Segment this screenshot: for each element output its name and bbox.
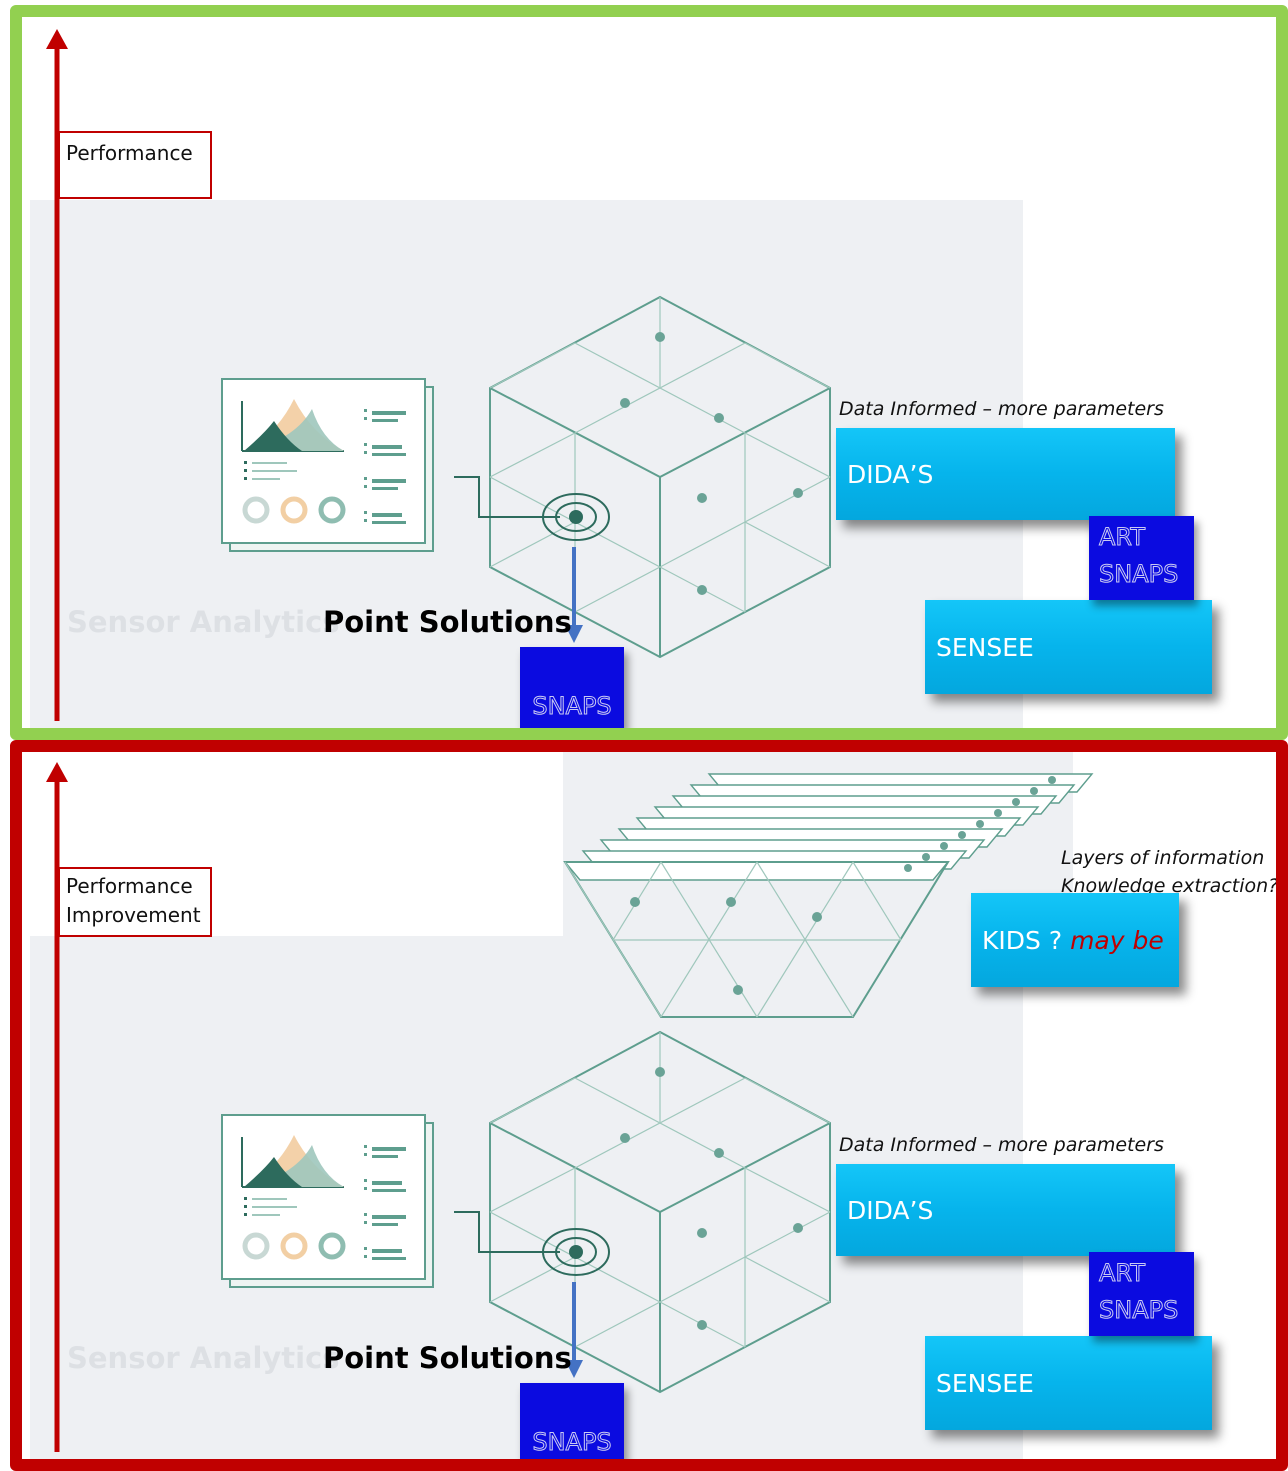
art-snaps-box: ART SNAPS — [1089, 1252, 1194, 1336]
layer-dot — [976, 820, 984, 828]
data-informed-caption: Data Informed – more parameters — [839, 1134, 1164, 1156]
sensee-label: SENSEE — [936, 632, 1034, 662]
layers-caption-line2: Knowledge extraction? — [1061, 875, 1279, 897]
axis-label-line1: Performance — [66, 874, 193, 898]
layer-dot — [1012, 798, 1020, 806]
art-snaps-label: SNAPS — [1099, 1296, 1179, 1325]
snaps-box: SNAPS — [520, 1383, 624, 1459]
dashboard-illustration — [221, 378, 434, 552]
art-snaps-box: ART SNAPS — [1089, 516, 1194, 600]
kids-box: KIDS ? may be — [971, 893, 1179, 987]
bottom-panel: Performance Improvement Layers of inform… — [10, 740, 1288, 1471]
snaps-label: SNAPS — [532, 692, 612, 721]
layer-sheet — [563, 861, 950, 881]
snaps-box: SNAPS — [520, 647, 624, 728]
sensee-box: SENSEE — [925, 600, 1212, 694]
point-solutions-label: Point Solutions — [323, 605, 572, 639]
target-icon — [454, 1211, 610, 1276]
axis-label-text: Performance — [66, 141, 193, 165]
art-label: ART — [1099, 1259, 1146, 1288]
axis-label-performance-improvement: Performance Improvement — [58, 867, 212, 937]
layer-dot — [1048, 776, 1056, 784]
axis-label-performance: Performance — [58, 131, 212, 199]
sensee-box: SENSEE — [925, 1336, 1212, 1430]
layer-dot — [940, 842, 948, 850]
cube-illustration — [489, 295, 831, 659]
didas-box: DIDA’S — [836, 428, 1175, 520]
layers-stack-illustration — [563, 773, 1094, 1018]
sensor-analytics-label: Sensor Analytics — [67, 1341, 340, 1375]
sensor-analytics-label: Sensor Analytics — [67, 605, 340, 639]
data-informed-caption: Data Informed – more parameters — [839, 398, 1164, 420]
didas-label: DIDA’S — [847, 459, 934, 489]
layer-dot — [904, 864, 912, 872]
layer-dot — [922, 853, 930, 861]
layer-dot — [958, 831, 966, 839]
axis-label-line2: Improvement — [66, 903, 201, 927]
layer-dot — [994, 809, 1002, 817]
arrow-down-icon — [565, 547, 583, 643]
axis-arrow-icon — [46, 29, 68, 721]
point-solutions-label: Point Solutions — [323, 1341, 572, 1375]
axis-arrow-icon — [46, 762, 68, 1452]
kids-maybe-label: may be — [1070, 925, 1164, 955]
sensee-label: SENSEE — [936, 1368, 1034, 1398]
dashboard-illustration — [221, 1114, 434, 1288]
top-panel: Performance — [10, 5, 1288, 740]
art-snaps-label: SNAPS — [1099, 560, 1179, 589]
target-icon — [454, 476, 610, 541]
cube-illustration — [489, 1030, 831, 1394]
kids-label: KIDS ? — [982, 925, 1063, 955]
snaps-label: SNAPS — [532, 1428, 612, 1457]
layer-dot — [1030, 787, 1038, 795]
layers-caption-line1: Layers of information — [1061, 847, 1265, 869]
didas-label: DIDA’S — [847, 1195, 934, 1225]
art-label: ART — [1099, 523, 1146, 552]
didas-box: DIDA’S — [836, 1164, 1175, 1256]
arrow-down-icon — [565, 1282, 583, 1378]
